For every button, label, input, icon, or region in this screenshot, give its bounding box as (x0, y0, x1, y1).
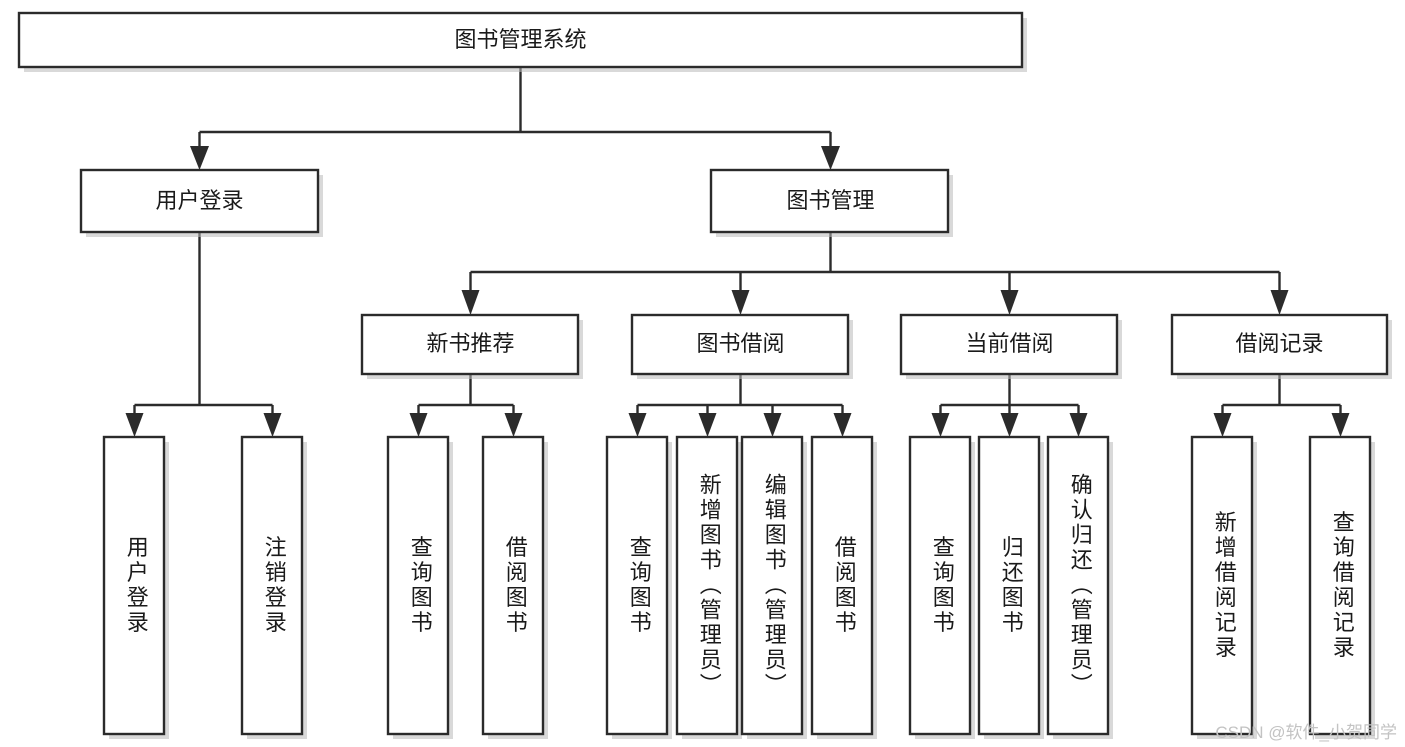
arrowhead-bb-borrow (833, 413, 852, 437)
node-leaf-nbr-borrow[interactable]: 借阅图书 (481, 435, 548, 739)
leaf-bb-query-label: 查询图书 (627, 536, 652, 636)
leaf-user-login-label: 用户登录 (124, 536, 149, 636)
leaf-bb-add-box[interactable] (675, 435, 739, 736)
current-borrow-box[interactable] (899, 313, 1119, 376)
arrowhead-nbr-query (409, 413, 428, 437)
borrow-record-label: 借阅记录 (1235, 331, 1323, 356)
arrowhead-leaf-user-login (125, 413, 144, 437)
leaf-cb-confirm-box[interactable] (1046, 435, 1110, 736)
user-login-box[interactable] (79, 168, 320, 234)
leaf-nbr-query-box[interactable] (386, 435, 450, 736)
arrowhead-user-login (190, 146, 209, 170)
book-manage-label: 图书管理 (786, 188, 874, 213)
leaf-bb-add-label: 新增图书（管理员） (697, 473, 722, 698)
leaf-cb-return-box[interactable] (977, 435, 1041, 736)
node-leaf-bb-add[interactable]: 新增图书（管理员） (675, 435, 742, 739)
root-box[interactable] (17, 11, 1024, 69)
arrowhead-cb-confirm (1069, 413, 1088, 437)
arrowhead-bb-query (628, 413, 647, 437)
arrowhead-book-borrow (731, 290, 750, 315)
node-leaf-bb-edit[interactable]: 编辑图书（管理员） (740, 435, 807, 739)
leaf-nbr-borrow-box[interactable] (481, 435, 545, 736)
node-book-borrow[interactable]: 图书借阅 (630, 313, 853, 379)
arrowhead-br-add (1213, 413, 1232, 437)
leaf-cb-query-label: 查询图书 (930, 536, 955, 636)
arrowhead-book-manage (821, 146, 840, 170)
arrowhead-br-query (1331, 413, 1350, 437)
new-book-rec-box[interactable] (360, 313, 580, 376)
node-leaf-br-add[interactable]: 新增借阅记录 (1190, 435, 1257, 739)
new-book-rec-label: 新书推荐 (426, 331, 514, 356)
leaf-logout-label: 注销登录 (262, 536, 287, 636)
root-label: 图书管理系统 (454, 27, 586, 52)
book-borrow-box[interactable] (630, 313, 850, 376)
node-new-book-rec[interactable]: 新书推荐 (360, 313, 583, 379)
node-leaf-nbr-query[interactable]: 查询图书 (386, 435, 453, 739)
arrowhead-bb-edit (763, 413, 782, 437)
leaf-cb-query-box[interactable] (908, 435, 972, 736)
arrowhead-leaf-logout (263, 413, 282, 437)
leaf-bb-borrow-label: 借阅图书 (832, 536, 857, 636)
node-leaf-bb-borrow[interactable]: 借阅图书 (810, 435, 877, 739)
node-leaf-logout[interactable]: 注销登录 (240, 435, 307, 739)
leaf-bb-borrow-box[interactable] (810, 435, 874, 736)
leaf-br-add-label: 新增借阅记录 (1212, 511, 1237, 661)
leaf-user-login-box[interactable] (102, 435, 166, 736)
leaf-logout-box[interactable] (240, 435, 304, 736)
arrowhead-borrow-record (1270, 290, 1289, 315)
node-book-manage[interactable]: 图书管理 (709, 168, 953, 237)
node-root[interactable]: 图书管理系统 (17, 11, 1027, 72)
node-leaf-br-query[interactable]: 查询借阅记录 (1308, 435, 1375, 739)
leaf-br-query-label: 查询借阅记录 (1330, 511, 1355, 661)
book-borrow-label: 图书借阅 (696, 331, 784, 356)
leaf-nbr-query-label: 查询图书 (408, 536, 433, 636)
connector-layer (125, 67, 1350, 437)
leaf-bb-edit-box[interactable] (740, 435, 804, 736)
csdn-watermark: CSDN @软件_小贺同学 (1215, 723, 1397, 742)
arrowhead-new-book-rec (461, 290, 480, 315)
node-current-borrow[interactable]: 当前借阅 (899, 313, 1122, 379)
arrowhead-cb-query (931, 413, 950, 437)
node-user-login[interactable]: 用户登录 (79, 168, 323, 237)
leaf-cb-confirm-label: 确认归还（管理员） (1068, 473, 1093, 698)
arrowhead-current-borrow (1000, 290, 1019, 315)
book-manage-box[interactable] (709, 168, 950, 234)
leaf-br-add-box[interactable] (1190, 435, 1254, 736)
node-leaf-bb-query[interactable]: 查询图书 (605, 435, 672, 739)
node-leaf-cb-query[interactable]: 查询图书 (908, 435, 975, 739)
borrow-record-box[interactable] (1170, 313, 1389, 376)
leaf-nbr-borrow-label: 借阅图书 (503, 536, 528, 636)
arrowhead-nbr-borrow (504, 413, 523, 437)
arrowhead-cb-return (1000, 413, 1019, 437)
leaf-br-query-box[interactable] (1308, 435, 1372, 736)
user-login-label: 用户登录 (155, 188, 243, 213)
arrowhead-bb-add (698, 413, 717, 437)
node-leaf-user-login[interactable]: 用户登录 (102, 435, 169, 739)
node-borrow-record[interactable]: 借阅记录 (1170, 313, 1392, 379)
leaf-bb-edit-label: 编辑图书（管理员） (762, 473, 787, 698)
leaf-cb-return-label: 归还图书 (999, 536, 1024, 636)
leaf-bb-query-box[interactable] (605, 435, 669, 736)
node-leaf-cb-confirm[interactable]: 确认归还（管理员） (1046, 435, 1113, 739)
current-borrow-label: 当前借阅 (965, 331, 1053, 356)
node-leaf-cb-return[interactable]: 归还图书 (977, 435, 1044, 739)
